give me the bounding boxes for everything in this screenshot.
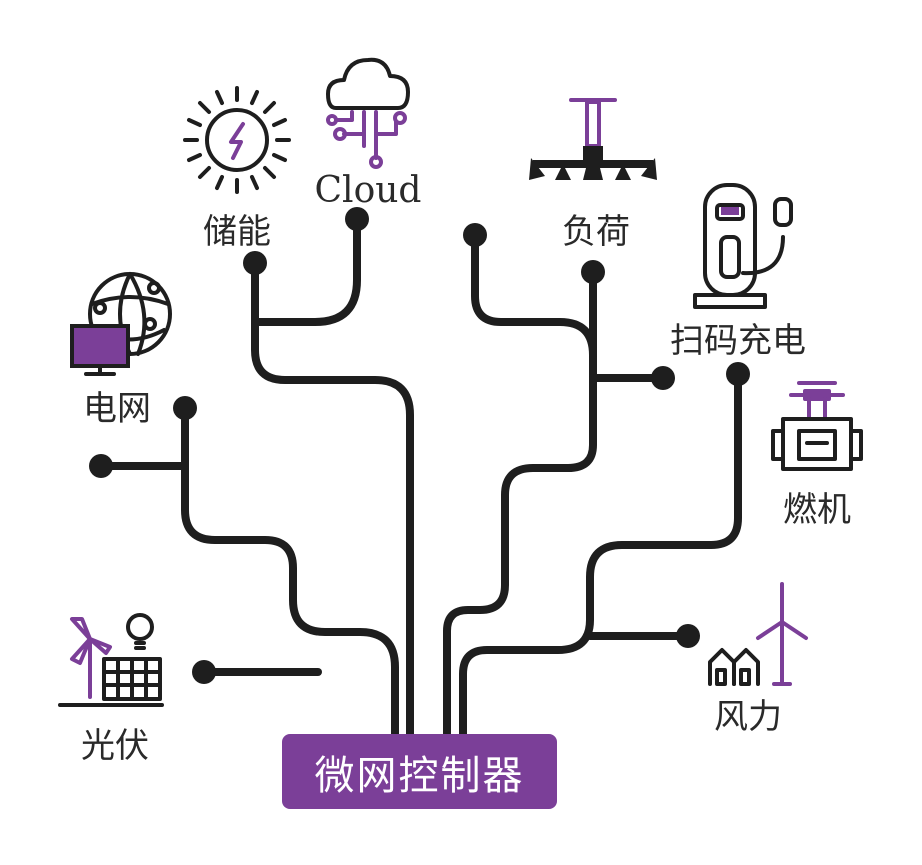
dot-solar — [192, 660, 216, 684]
dot-charging-branch — [651, 366, 675, 390]
solar-panel-icon — [58, 613, 164, 707]
load-label: 负荷 — [562, 212, 630, 252]
solar-label: 光伏 — [81, 726, 149, 766]
wire-load — [443, 268, 597, 742]
dot-wind — [676, 624, 700, 648]
engine-icon — [771, 381, 863, 471]
dot-charging — [726, 362, 750, 386]
wires — [97, 215, 742, 742]
dot-grid-left — [89, 454, 113, 478]
storage-label: 储能 — [203, 212, 271, 252]
cloud-network-icon — [326, 57, 410, 169]
wire-charging — [459, 370, 742, 742]
dot-storage — [243, 251, 267, 275]
controller-box: 微网控制器 — [282, 734, 557, 809]
wire-grid — [181, 404, 399, 742]
sun-bolt-icon — [183, 86, 291, 194]
wire-cloud — [251, 215, 361, 326]
wire-storage — [251, 259, 414, 742]
grid-label: 电网 — [83, 389, 151, 429]
ev-charger-icon — [693, 183, 793, 309]
dot-left-load — [463, 223, 487, 247]
dot-grid-top — [173, 396, 197, 420]
dot-load — [581, 260, 605, 284]
engine-label: 燃机 — [783, 490, 851, 530]
chandelier-icon — [529, 98, 657, 180]
wire-left-dot — [471, 231, 597, 359]
wind-label: 风力 — [714, 697, 782, 737]
dot-cloud — [345, 207, 369, 231]
charging-label: 扫码充电 — [670, 321, 806, 361]
controller-label: 微网控制器 — [314, 752, 525, 799]
wind-turbine-icon — [708, 582, 808, 686]
connection-dots — [89, 207, 750, 684]
cloud-label: Cloud — [315, 170, 422, 211]
globe-monitor-icon — [70, 272, 172, 376]
